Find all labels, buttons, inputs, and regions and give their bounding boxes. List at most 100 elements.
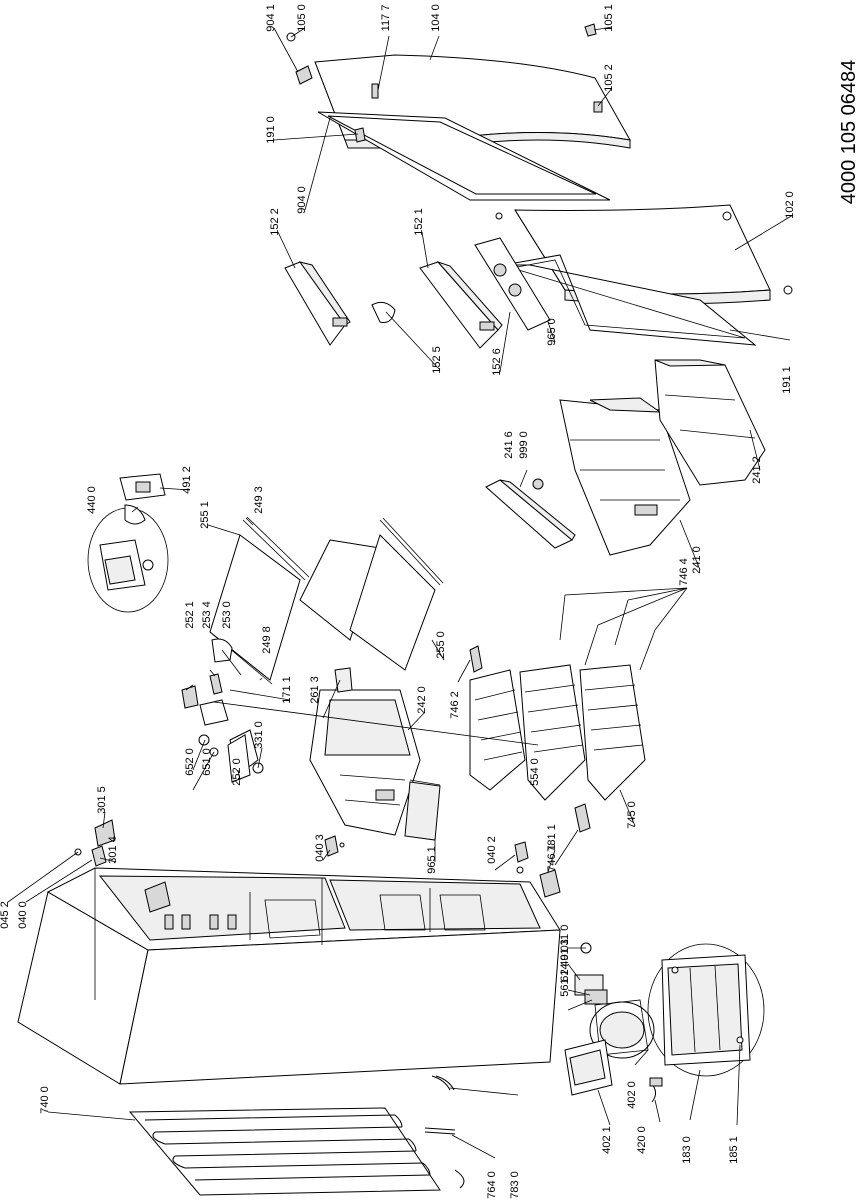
part-301-5: [94, 819, 116, 847]
part-label-651-0: 651 0: [201, 748, 213, 776]
part-label-117-7: 117 7: [380, 5, 392, 32]
part-301-4: [91, 845, 107, 867]
part-label-783-0: 783 0: [509, 1171, 521, 1199]
part-label-253-4: 253 4: [201, 601, 213, 629]
document-number: 4000 105 06484: [838, 60, 860, 205]
part-label-040-0: 040 0: [17, 901, 29, 929]
drawer-242-0: [309, 689, 421, 836]
part-label-614-0: 614 0: [559, 954, 571, 982]
part-label-331-0: 331 0: [253, 721, 265, 749]
part-label-105-1: 105 1: [603, 4, 615, 32]
tube-783: [431, 1075, 451, 1091]
part-label-185-1: 185 1: [728, 1136, 740, 1164]
part-label-491-2: 491 2: [181, 466, 193, 494]
part-label-261-3: 261 3: [309, 676, 321, 704]
part-965-1: [404, 781, 441, 841]
part-label-011-0: 011 0: [559, 925, 571, 952]
part-label-253-0: 253 0: [221, 601, 233, 629]
part-label-152-5: 152 5: [431, 346, 443, 374]
part-label-746-2: 746 2: [449, 691, 461, 719]
part-label-554-0: 554 0: [529, 758, 541, 786]
hinge-904-1: [295, 65, 313, 85]
part-label-561-2: 561 2: [559, 969, 571, 997]
part-label-652-0: 652 0: [184, 748, 196, 776]
part-040-2: [514, 841, 529, 863]
part-label-241-6: 241 6: [503, 431, 515, 459]
part-label-255-1: 255 1: [199, 501, 211, 529]
part-label-402-1: 402 1: [601, 1126, 613, 1154]
part-label-102-0: 102 0: [784, 191, 796, 219]
drain-tray-402-1: [564, 1039, 613, 1096]
gasket-191-1: [503, 254, 757, 346]
part-label-965-1: 965 1: [426, 846, 438, 874]
bottom-panel-183: [661, 954, 751, 1066]
part-label-105-0: 105 0: [296, 4, 308, 32]
part-label-746-4: 746 4: [678, 558, 690, 586]
part-label-965-0: 965 0: [546, 318, 558, 346]
lamp-housing-440: [99, 504, 154, 591]
wire-shelves-745: [469, 664, 646, 801]
part-label-440-0: 440 0: [86, 486, 98, 514]
part-105-1: [584, 23, 597, 37]
part-label-152-6: 152 6: [491, 348, 503, 376]
door-balcony-152-2: [284, 261, 351, 346]
part-label-491-3: 491 3: [559, 939, 571, 967]
part-746-1: [574, 803, 591, 833]
part-label-040-2: 040 2: [486, 836, 498, 864]
part-040-3: [324, 835, 339, 857]
part-label-904-1: 904 1: [265, 4, 277, 32]
part-label-746-1: 746 1: [546, 844, 558, 872]
part-label-183-0: 183 0: [681, 1136, 693, 1164]
part-label-104-0: 104 0: [430, 4, 442, 32]
part-label-252-1: 252 1: [184, 601, 196, 629]
part-label-301-5: 301 5: [96, 786, 108, 814]
part-label-781-1: 781 1: [546, 824, 558, 852]
part-261-3: [334, 667, 353, 693]
part-label-252-0: 252 0: [231, 758, 243, 786]
part-999-0: [532, 478, 544, 490]
part-746-2: [469, 645, 483, 673]
glass-shelf-255-0: [299, 517, 444, 671]
tube-764: [424, 1127, 456, 1131]
part-105-2: [593, 101, 603, 113]
part-label-999-0: 999 0: [518, 431, 530, 459]
part-label-040-3: 040 3: [314, 834, 326, 862]
part-label-191-1: 191 1: [781, 366, 793, 394]
crisper-241-2: [654, 359, 766, 486]
part-label-255-0: 255 0: [435, 631, 447, 659]
part-label-191-0: 191 0: [265, 116, 277, 144]
part-label-105-2: 105 2: [603, 64, 615, 92]
glass-shelf-255-1: [209, 516, 310, 685]
part-label-740-0: 740 0: [39, 1086, 51, 1114]
crisper-cover-241-6: [485, 479, 576, 549]
part-label-745-0: 745 0: [626, 801, 638, 829]
part-label-249-3: 249 3: [253, 486, 265, 514]
part-label-402-0: 402 0: [626, 1081, 638, 1109]
part-label-301-4: 301 4: [107, 836, 119, 864]
shelf-supports-746-4: [559, 594, 656, 671]
part-label-420-0: 420 0: [636, 1126, 648, 1154]
part-label-242-0: 242 0: [416, 686, 428, 714]
part-label-904-0: 904 0: [296, 186, 308, 214]
door-balcony-152-1: [419, 260, 503, 349]
detail-circle-183: [647, 943, 765, 1077]
part-label-045-2: 045 2: [0, 901, 11, 929]
condenser-740: [128, 1107, 441, 1196]
gasket-904: [317, 111, 611, 201]
lamp-cover-491-2: [119, 473, 166, 501]
part-label-171-1: 171 1: [281, 676, 293, 704]
part-label-764-0: 764 0: [486, 1171, 498, 1199]
part-label-241-2: 241 2: [751, 456, 763, 484]
cabinet-body: [17, 867, 561, 1085]
part-label-241-0: 241 0: [691, 546, 703, 574]
crisper-241-0: [559, 397, 691, 556]
part-781-1: [539, 869, 561, 898]
part-label-152-1: 152 1: [413, 208, 425, 236]
part-label-152-2: 152 2: [269, 208, 281, 236]
part-label-249-8: 249 8: [261, 626, 273, 654]
leader-lines: [7, 26, 794, 1159]
part-number-labels: 904 1 105 0 117 7 104 0 105 1 105 2 191 0 904 0…: [0, 4, 796, 1199]
part-152-5: [371, 301, 396, 323]
